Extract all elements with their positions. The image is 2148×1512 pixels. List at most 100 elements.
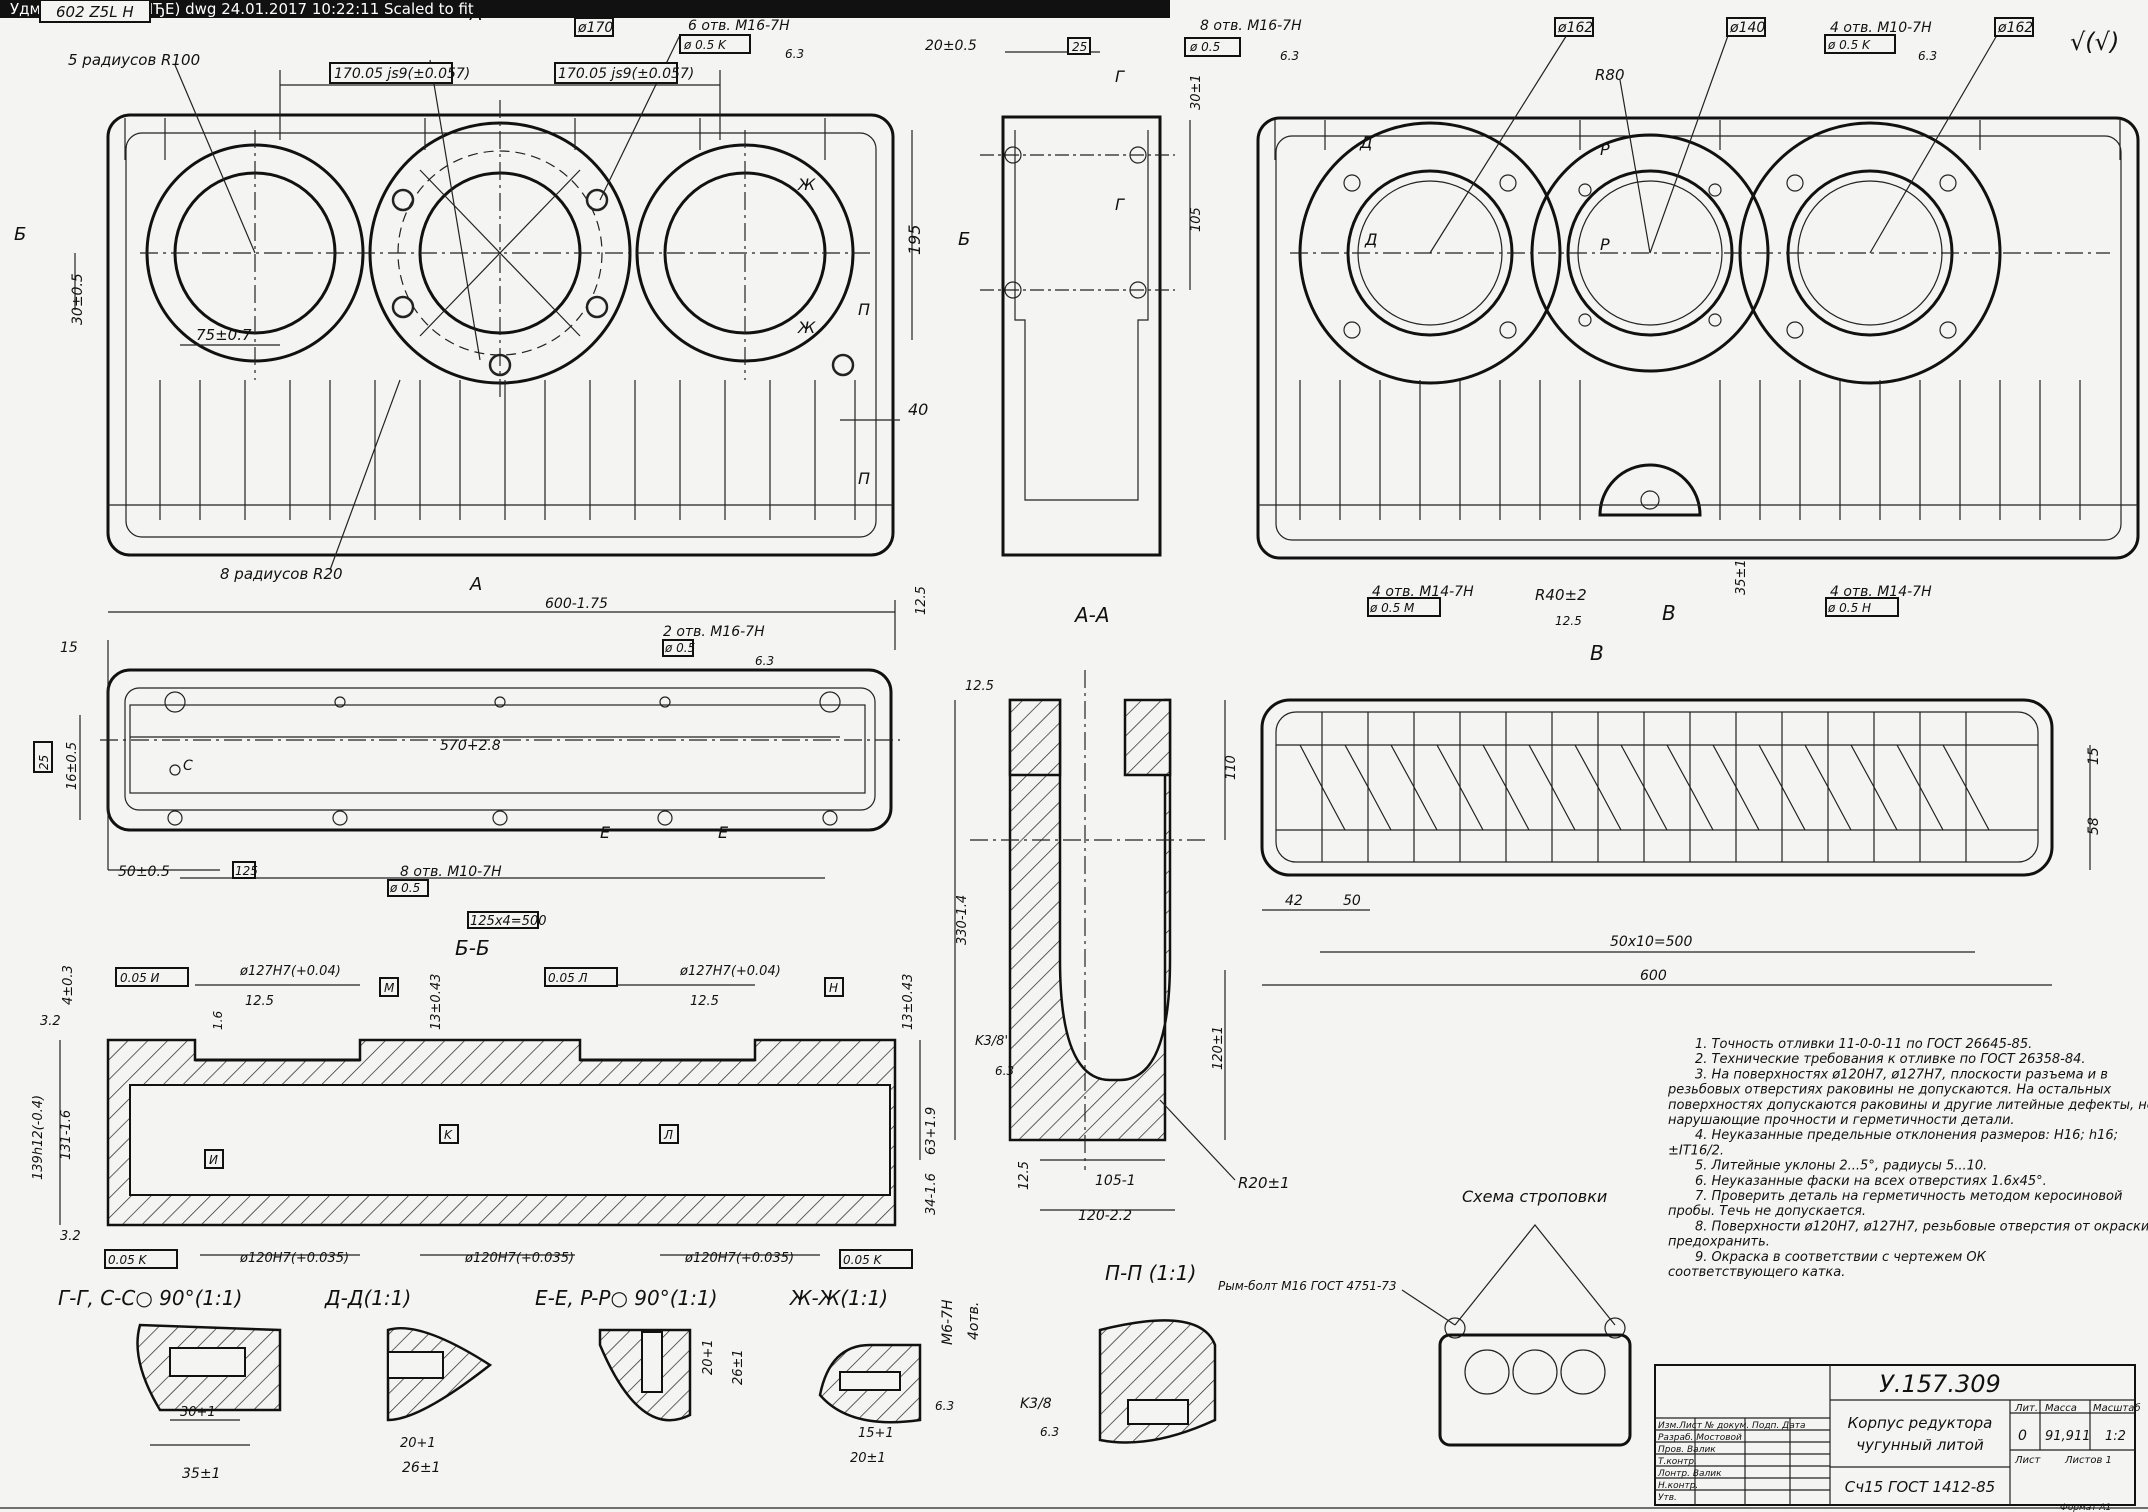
front-view: 5 радиусов R100 8 радиусов R20 170.05 js…: [14, 4, 928, 595]
bb-rough: 6.3: [755, 654, 774, 668]
bb-dim-125: 125: [235, 864, 258, 878]
note-line-10: 7. Проверить деталь на герметичность мет…: [1695, 1189, 2122, 1204]
detail-zh-m6: M6-7H: [940, 1299, 956, 1345]
ls-datum-k: K: [444, 1128, 453, 1142]
section-mark-a-top: А: [469, 4, 482, 25]
rear-dim-35: 35±1: [1734, 559, 1749, 595]
aa-dim-110: 110: [1224, 755, 1239, 780]
rear-check-mark: √(√): [2070, 28, 2119, 56]
long-section: 0.05 И ø127H7(+0.04) M 0.05 Л ø127H7(+0.…: [31, 964, 939, 1269]
title-block-row-6: Утв.: [1658, 1493, 1677, 1503]
front-holes-note: 6 отв. M16-7H: [688, 18, 790, 34]
scale-label: Масштаб: [2093, 1402, 2141, 1414]
section-mark-zh-bottom: Ж: [797, 318, 816, 337]
detail-dd-dim-2: 26±1: [402, 1460, 440, 1476]
bb-dim-125x4: 125x4=500: [470, 914, 546, 929]
ls-dim-12-5-right: 12.5: [690, 994, 719, 1009]
rear-view: ø162 ø140 ø162 R80 4 отв. M10-7H ø 0.5 K…: [1256, 17, 2140, 665]
detail-zh-dim-1: 15+1: [858, 1426, 894, 1441]
aa-title: A-A: [1073, 603, 1110, 627]
aa-dim-105: 105-1: [1095, 1173, 1136, 1189]
scale-value: 1:2: [2105, 1429, 2126, 1444]
bb-holes-note-2: 8 отв. M10-7H: [400, 864, 502, 880]
ls-dim-3-2: 3.2: [40, 1014, 61, 1029]
note-line-2: 3. На поверхностях ø120H7, ø127H7, плоск…: [1695, 1067, 2108, 1082]
detail-ee-dim-1: 20+1: [701, 1339, 716, 1375]
aa-dim-330: 330-1.4: [955, 895, 970, 945]
ls-datum-i: И: [209, 1153, 218, 1167]
detail-dd-title: Д-Д(1:1): [324, 1286, 411, 1310]
rear-sec-d-bottom: Д: [1364, 230, 1378, 249]
rear-view-label: B: [1590, 641, 1604, 665]
bottom-dim-600: 600: [1640, 968, 1667, 984]
bb-holes-note: 2 отв. M16-7H: [663, 624, 765, 640]
section-mark-zh-top: Ж: [797, 175, 816, 194]
section-mark-a-bottom: А: [469, 574, 482, 595]
dim-195: 195: [905, 224, 924, 255]
label-radius-r20: 8 радиусов R20: [220, 565, 343, 583]
rear-dia-140: ø140: [1729, 20, 1765, 36]
detail-zh-dim-2: 20±1: [850, 1451, 886, 1466]
rear-tol-m14-left: ø 0.5 M: [1369, 601, 1415, 615]
note-line-3: резьбовых отверстиях раковины не допуска…: [1667, 1083, 2112, 1098]
aa-dim-12-5: 12.5: [965, 679, 994, 694]
detail-sections: Г-Г, C-C○ 90°(1:1) 30+1 35±1 Д-Д(1:1) 20…: [58, 1261, 1217, 1482]
rear-r80: R80: [1595, 66, 1625, 84]
title-block-row-2: Пров. Валик: [1658, 1445, 1716, 1455]
part-name-line-1: Корпус редуктора: [1848, 1414, 1993, 1432]
bb-dim-15: 15: [60, 640, 78, 656]
aa-dim-12-5-bottom: 12.5: [1017, 1161, 1032, 1190]
note-line-12: 8. Поверхности ø120H7, ø127H7, резьбовые…: [1695, 1219, 2148, 1234]
rear-dia-162-right: ø162: [1997, 20, 2033, 36]
note-line-11: пробы. Течь не допускается.: [1668, 1204, 1866, 1219]
rear-sec-d-top: Д: [1359, 133, 1373, 152]
note-line-6: 4. Неуказанные предельные отклонения раз…: [1695, 1128, 2118, 1143]
ls-dim-3-2-bottom: 3.2: [60, 1229, 81, 1244]
side-dim-25: 25: [1072, 40, 1087, 54]
ls-tol-left: 0.05 И: [120, 971, 160, 985]
ls-dim-139: 139h12(-0.4): [31, 1095, 46, 1180]
section-mark-b-left: Б: [14, 224, 26, 245]
ls-dim-13-left: 13±0.43: [429, 974, 444, 1030]
detail-gg-dim-1: 30+1: [180, 1405, 216, 1420]
side-rough: 6.3: [1280, 49, 1299, 63]
note-line-1: 2. Технические требования к отливке по Г…: [1695, 1052, 2086, 1067]
front-rough: 6.3: [785, 47, 804, 61]
ls-tol-bottom-right: 0.05 K: [843, 1253, 883, 1267]
lit-label: Лит.: [2014, 1403, 2038, 1414]
detail-ee-title: E-E, P-P○ 90°(1:1): [535, 1286, 718, 1310]
note-line-9: 6. Неуказанные фаски на всех отверстиях …: [1695, 1174, 2047, 1189]
sling-title: Схема строповки: [1462, 1187, 1607, 1206]
detail-ee-dim-2: 26±1: [731, 1349, 746, 1385]
rear-holes-note: 4 отв. M10-7H: [1830, 20, 1932, 36]
bb-dim-50: 50±0.5: [118, 864, 170, 880]
mass-label: Масса: [2045, 1403, 2077, 1414]
bb-dim-25: 25: [37, 755, 51, 770]
side-dim-30: 30±1: [1189, 74, 1204, 110]
label-radius-r100: 5 радиусов R100: [68, 51, 200, 69]
bottom-dim-50x10: 50x10=500: [1610, 934, 1692, 950]
side-sec-g-bottom: Г: [1115, 195, 1125, 214]
title-block-row-0: Изм.Лист № докум. Подп. Дата: [1658, 1421, 1805, 1431]
note-line-15: соответствующего катка.: [1668, 1265, 1845, 1280]
ls-dim-63: 63+1.9: [924, 1107, 939, 1155]
title-block-row-4: Лонтр. Валик: [1657, 1469, 1722, 1479]
mass-value: 91,911: [2045, 1429, 2091, 1444]
ls-datum-h: H: [829, 981, 838, 995]
technical-notes: 1. Точность отливки 11-0-0-11 по ГОСТ 26…: [1667, 1037, 2148, 1280]
bb-sec-c: C: [183, 758, 193, 774]
bb-dim-600: 600-1.75: [545, 596, 608, 612]
bottom-dim-50: 50: [1343, 893, 1361, 909]
side-dim-105: 105: [1189, 207, 1204, 232]
side-view: 20±0.5 25 8 отв. M16-7H ø 0.5 6.3 30±1 1…: [925, 18, 1302, 557]
bottom-dim-15: 15: [2086, 747, 2102, 765]
bb-dim-16: 16±0.5: [65, 742, 80, 790]
note-line-14: 9. Окраска в соответствии с чертежем ОК: [1695, 1250, 1987, 1265]
lit-value: 0: [2018, 1428, 2027, 1444]
detail-zhzh-title: Ж-Ж(1:1): [788, 1286, 888, 1310]
corner-stamp: 602 Z5L Н: [56, 3, 134, 21]
aa-k3-8: K3/8': [975, 1034, 1008, 1049]
sling-bolt: Рым-болт M16 ГОСТ 4751-73: [1218, 1279, 1397, 1293]
sheets-label: Листов 1: [2064, 1455, 2112, 1466]
side-tol-box: ø 0.5: [1189, 40, 1220, 54]
